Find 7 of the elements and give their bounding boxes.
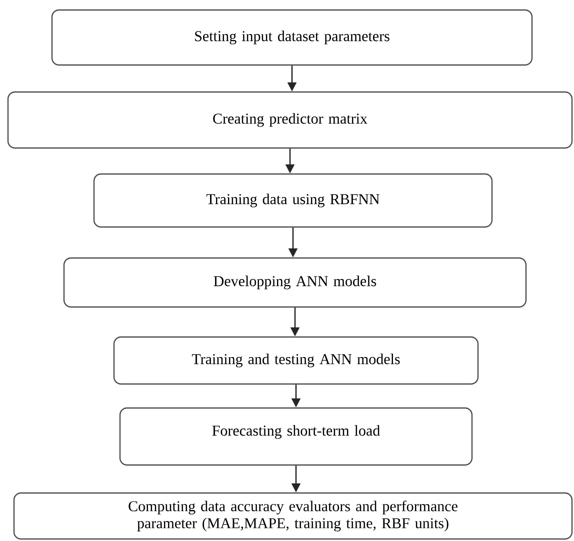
process-box: Training data using RBFNN [93,173,493,228]
process-box: Setting input dataset parameters [51,9,533,66]
process-box: Computing data accuracy evaluators and performance parameter (MAE,MAPE, training time, RBF units) [13,492,573,540]
process-box: Training and testing ANN models [113,336,479,385]
process-box: Developping ANN models [63,257,527,308]
process-box: Forecasting short-term load [119,407,473,466]
process-box: Creating predictor matrix [7,91,573,149]
